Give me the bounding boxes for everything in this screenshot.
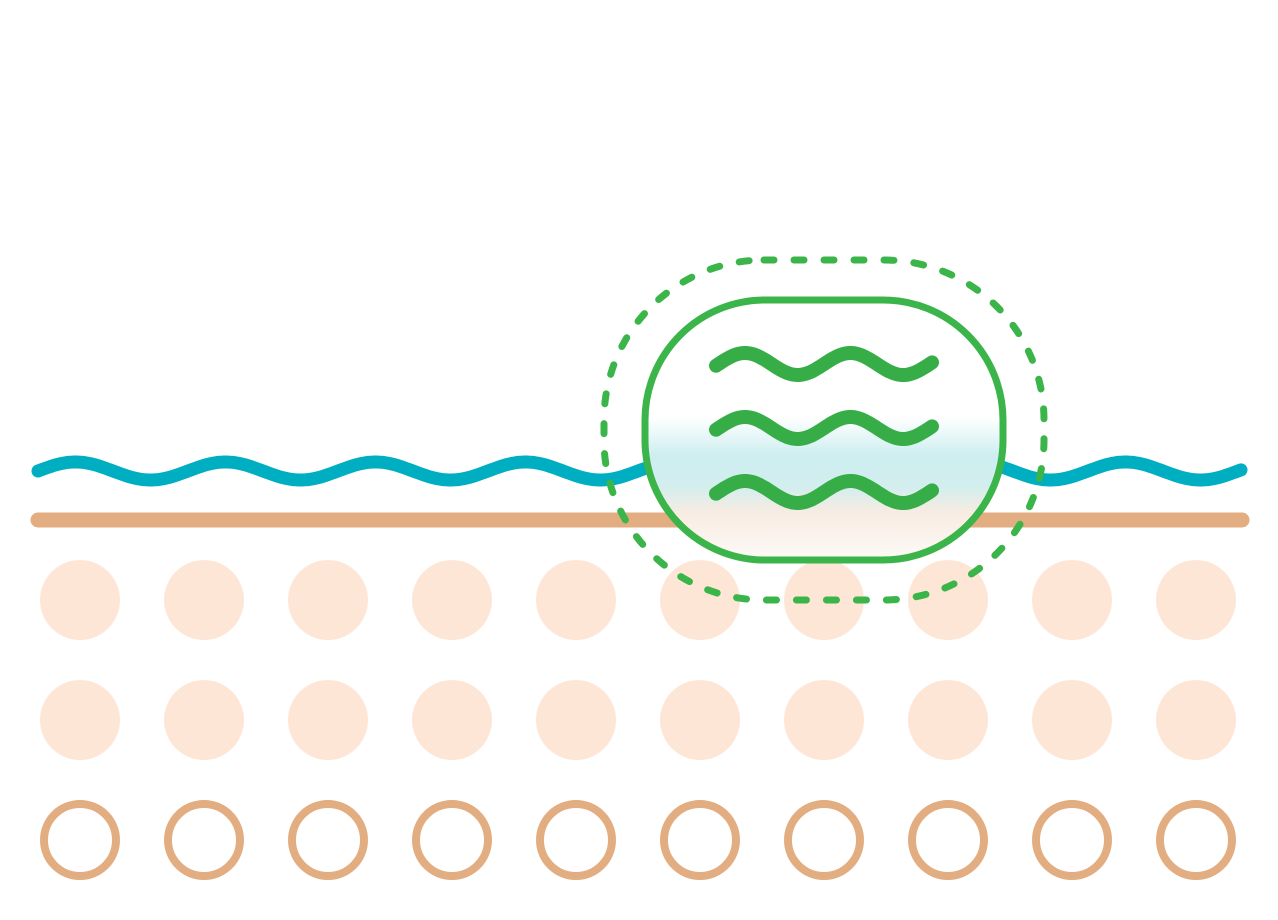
cell [412,560,492,640]
cell [40,560,120,640]
cell [164,680,244,760]
cell-grid [40,560,1236,880]
moisture-wave [709,474,939,511]
cell [784,680,864,760]
moisture-wave [709,346,939,383]
cell-ring [40,800,120,880]
cell [164,560,244,640]
cell [1032,560,1112,640]
cell-ring [164,800,244,880]
cell [660,560,740,640]
cell [288,560,368,640]
moisture-wave [709,410,939,447]
protection-zone-dashed-outline [600,256,1048,604]
skin-surface-wave [31,455,1248,487]
cell [1032,680,1112,760]
cell [40,680,120,760]
cell [1156,680,1236,760]
cell [288,680,368,760]
cell [660,680,740,760]
cell [1156,560,1236,640]
cell-ring [288,800,368,880]
cell-ring [1156,800,1236,880]
cell [412,680,492,760]
cell-ring [784,800,864,880]
cell-ring [536,800,616,880]
moisture-waves-icon [709,346,939,511]
cell [536,680,616,760]
cell-ring [412,800,492,880]
cell [536,560,616,640]
cell-ring [660,800,740,880]
cell [908,560,988,640]
cell-ring [908,800,988,880]
cell-ring [1032,800,1112,880]
cell [908,680,988,760]
